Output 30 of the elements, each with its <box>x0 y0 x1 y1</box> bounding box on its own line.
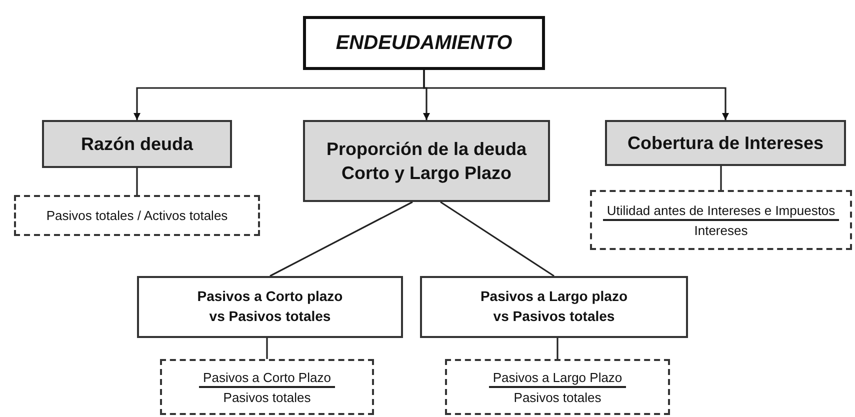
formula-box <box>590 190 852 250</box>
denominator-text: Pasivos totales <box>514 388 602 404</box>
node-label: Pasivos a Largo plazo vs Pasivos totales <box>479 287 629 326</box>
formula-box <box>445 359 670 415</box>
formula-box <box>14 195 260 236</box>
numerator-text: Pasivos a Largo Plazo <box>488 370 626 388</box>
connector-line <box>440 201 554 277</box>
ratio-box <box>137 276 403 338</box>
node-label: Pasivos totales / Activos totales <box>46 208 228 223</box>
category-box <box>605 120 846 166</box>
numerator-text: Pasivos a Corto Plazo <box>199 370 335 388</box>
ratio-box <box>420 276 688 338</box>
node-label: Razón deuda <box>80 132 193 156</box>
category-box <box>303 120 550 202</box>
node-label: ENDEUDAMIENTO <box>336 32 512 54</box>
denominator-text: Intereses <box>694 222 748 238</box>
connector-line <box>136 168 138 195</box>
numerator-text: Utilidad antes de Intereses e Impuestos <box>602 202 840 220</box>
connector-line <box>556 338 558 359</box>
denominator-text: Pasivos totales <box>223 388 311 404</box>
formula-box <box>160 359 374 415</box>
connector-line <box>266 338 268 359</box>
arrow <box>423 70 729 120</box>
connector-line <box>270 201 413 277</box>
category-box <box>42 120 232 168</box>
title-box <box>303 16 545 70</box>
connector-line <box>720 166 722 190</box>
node-label: Pasivos a Corto plazo vs Pasivos totales <box>196 287 344 326</box>
node-label: Cobertura de Intereses <box>627 132 824 155</box>
node-label: Proporción de la deuda Corto y Largo Plazo <box>325 138 528 185</box>
